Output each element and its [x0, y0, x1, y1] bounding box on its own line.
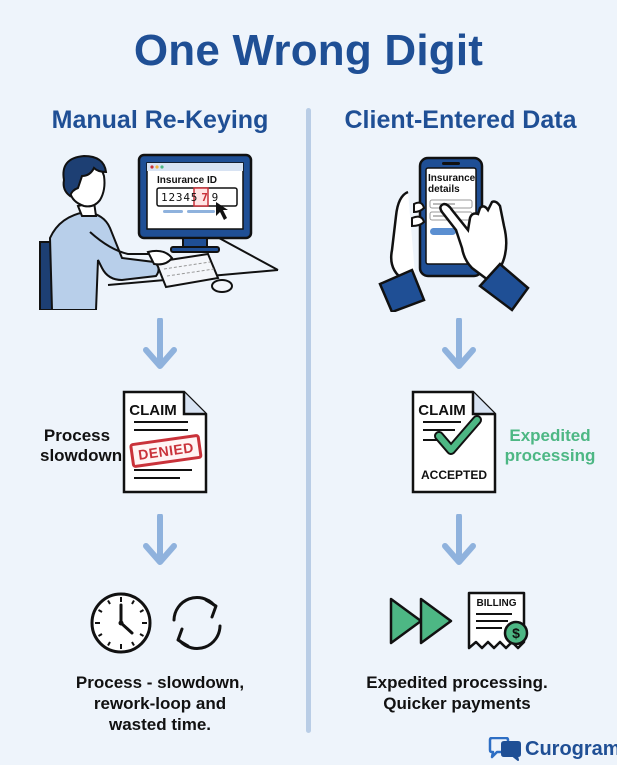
svg-text:$: $: [512, 625, 520, 641]
outcome-line: rework-loop and: [93, 694, 227, 713]
claim-header-left: CLAIM: [129, 402, 177, 419]
id-digit: 5: [190, 191, 198, 204]
computer-user-icon: [39, 153, 279, 310]
label-line: processing: [504, 446, 596, 465]
right-outcome-text: Expedited processing. Quicker payments: [344, 672, 570, 714]
expedited-processing-label: Expedited processing: [498, 426, 602, 466]
right-column-heading: Client-Entered Data: [344, 106, 577, 134]
insurance-id-digits: 1 2 3 4 5 7 9: [161, 191, 218, 204]
phone-line: Insurance: [428, 173, 476, 184]
label-line: Process: [43, 426, 111, 445]
process-slowdown-label: Process slowdown: [40, 426, 123, 466]
arrow-down-icon: [442, 514, 476, 565]
id-digit: 3: [175, 191, 183, 204]
chat-bubbles-icon: [488, 737, 521, 761]
label-line: Expedited: [509, 426, 591, 445]
outcome-line: Process - slowdown,: [75, 673, 245, 692]
refresh-icon: [172, 595, 222, 651]
id-digit-wrong: 7: [201, 191, 208, 204]
outcome-line: Quicker payments: [383, 694, 531, 713]
fast-forward-icon: [389, 597, 453, 645]
outcome-line: Expedited processing.: [366, 673, 548, 692]
id-digit: 2: [168, 191, 175, 204]
claim-accepted-icon: [411, 390, 497, 494]
billing-icon: $: [467, 591, 529, 650]
arrow-down-icon: [143, 514, 177, 565]
claim-header-right: CLAIM: [418, 402, 466, 419]
column-divider: [306, 108, 311, 733]
phone-screen-label: Insurance details: [428, 173, 475, 195]
id-digit: 1: [161, 191, 168, 204]
outcome-line: wasted time.: [108, 715, 212, 734]
brand-name: Curogram: [525, 738, 617, 760]
clock-icon: [90, 592, 152, 654]
arrow-down-icon: [442, 318, 476, 369]
insurance-id-label: Insurance ID: [157, 175, 218, 186]
id-digit: 9: [211, 191, 219, 204]
left-column-heading: Manual Re-Keying: [51, 106, 269, 134]
phone-hands-icon: [378, 156, 530, 312]
arrow-down-icon: [143, 318, 177, 369]
accepted-status: ACCEPTED: [420, 468, 487, 482]
label-line: slowdown: [40, 446, 123, 465]
billing-label: BILLING: [476, 598, 517, 609]
claim-denied-icon: [122, 390, 208, 494]
phone-line: details: [428, 184, 460, 195]
left-outcome-text: Process - slowdown, rework-loop and wast…: [40, 672, 280, 735]
page-title: One Wrong Digit: [133, 26, 484, 75]
id-digit: 4: [183, 191, 190, 204]
